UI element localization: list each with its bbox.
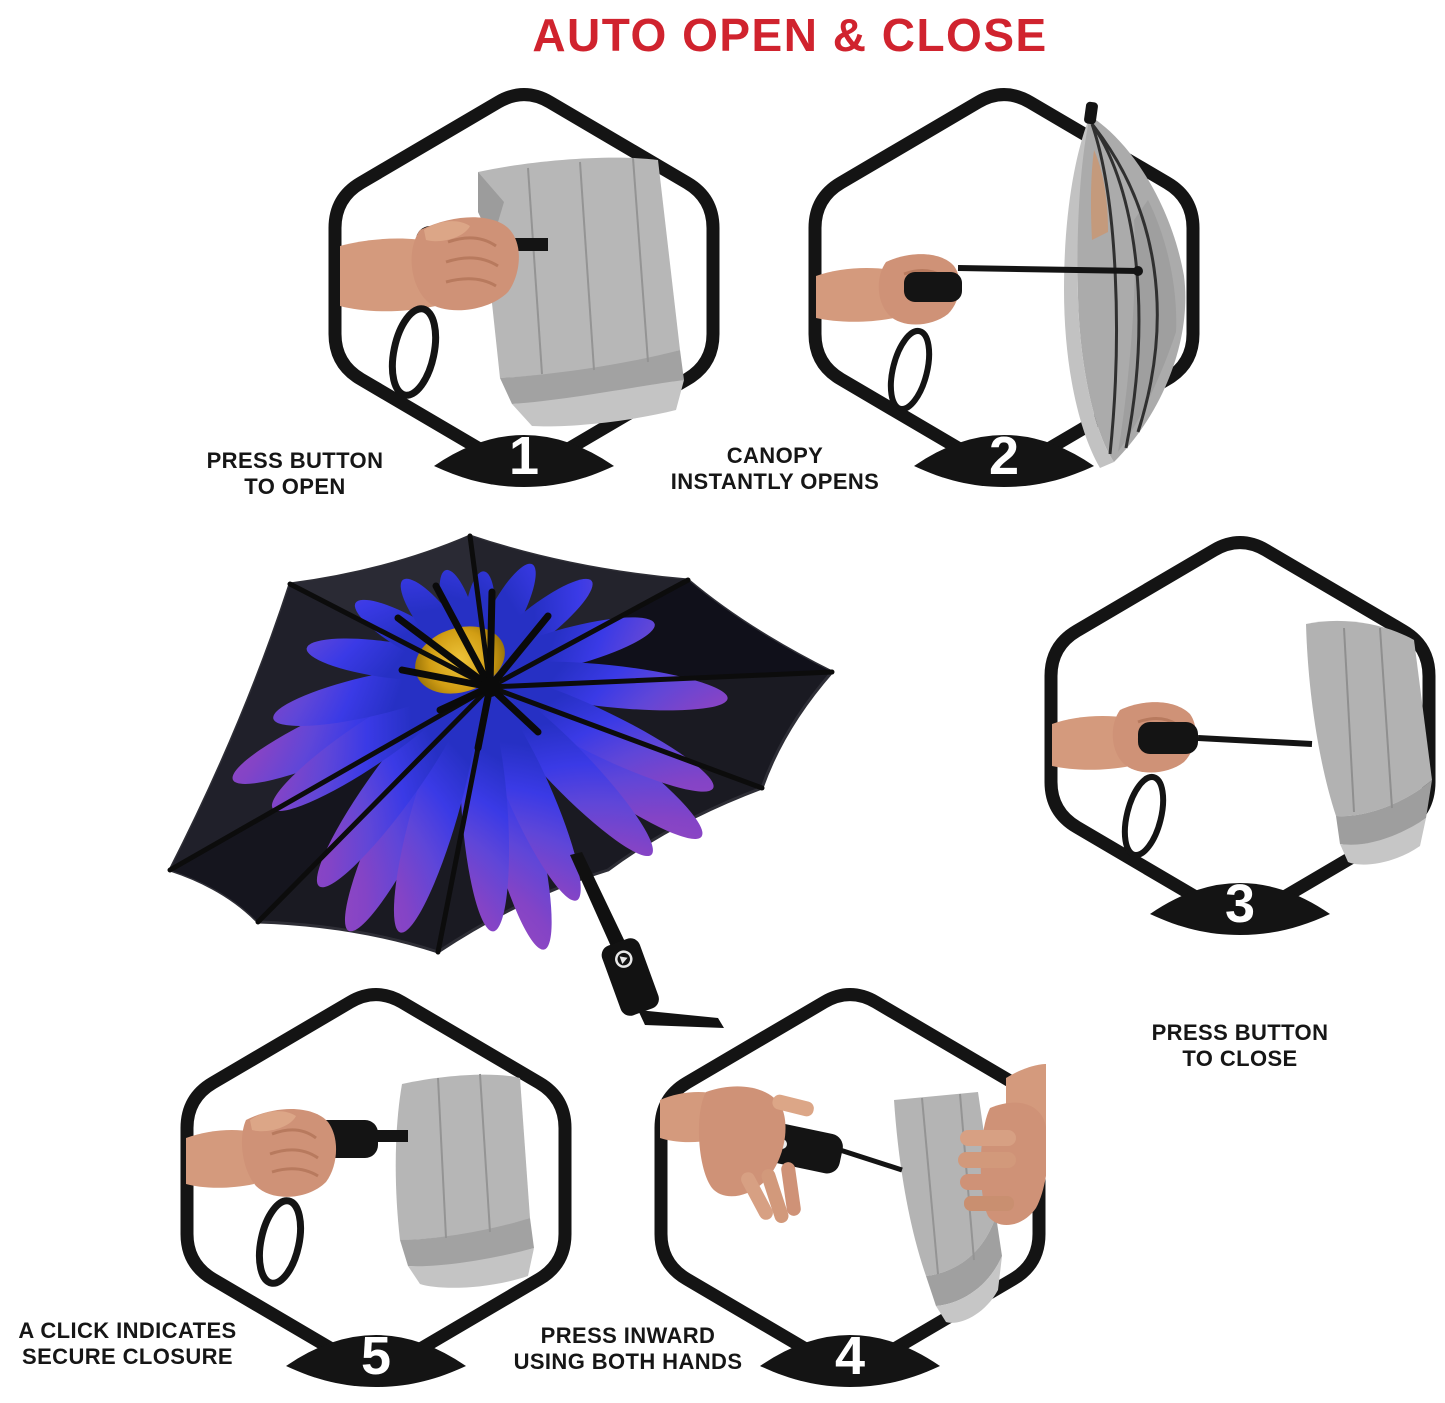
step-number: 2: [989, 426, 1019, 486]
umbrella-handle-icon: [570, 852, 724, 1028]
step-3-hexagon: 3: [1044, 536, 1436, 935]
step-2-hexagon: 2: [808, 88, 1200, 487]
product-umbrella-illustration: [167, 533, 835, 1028]
strap-icon: [1121, 773, 1167, 859]
right-hand-icon: [958, 1064, 1046, 1226]
step-number: 5: [361, 1326, 391, 1386]
strap-icon: [887, 327, 933, 413]
step-number: 1: [509, 426, 539, 486]
step-5-caption: A CLICK INDICATES SECURE CLOSURE: [18, 1318, 237, 1370]
strap-icon: [388, 305, 440, 399]
step-number-badge: [760, 1335, 940, 1387]
step-1-hexagon: 1: [328, 88, 720, 487]
umbrella-hub: [394, 582, 552, 752]
closing-umbrella-icon: [1306, 620, 1432, 865]
handle-icon: [1138, 722, 1198, 754]
folded-umbrella-icon: [478, 157, 684, 427]
step-4-hexagon: 4: [654, 988, 1046, 1387]
step-3-caption: PRESS BUTTON TO CLOSE: [1151, 1020, 1329, 1072]
step-number-badge: [1150, 883, 1330, 935]
step-4-caption: PRESS INWARD USING BOTH HANDS: [513, 1323, 743, 1375]
step-number-badge: [914, 435, 1094, 487]
step-1-caption: PRESS BUTTON TO OPEN: [206, 448, 384, 500]
strap-icon: [255, 1197, 305, 1287]
step-2-caption: CANOPY INSTANTLY OPENS: [670, 443, 880, 495]
hand-icon: [340, 217, 519, 312]
step-number: 3: [1225, 874, 1255, 934]
step-5-hexagon: 5: [180, 988, 572, 1387]
handle-icon: [904, 272, 962, 302]
umbrella-ribs: [167, 533, 835, 955]
page-title: AUTO OPEN & CLOSE: [532, 9, 1048, 61]
open-umbrella-icon: [1064, 101, 1186, 468]
step-number-badge: [286, 1335, 466, 1387]
flower-canopy: [167, 533, 835, 955]
folded-umbrella-icon: [395, 1073, 534, 1288]
step-number: 4: [835, 1326, 865, 1386]
left-hand-icon: [660, 1086, 814, 1223]
step-number-badge: [434, 435, 614, 487]
hand-icon: [186, 1108, 337, 1197]
